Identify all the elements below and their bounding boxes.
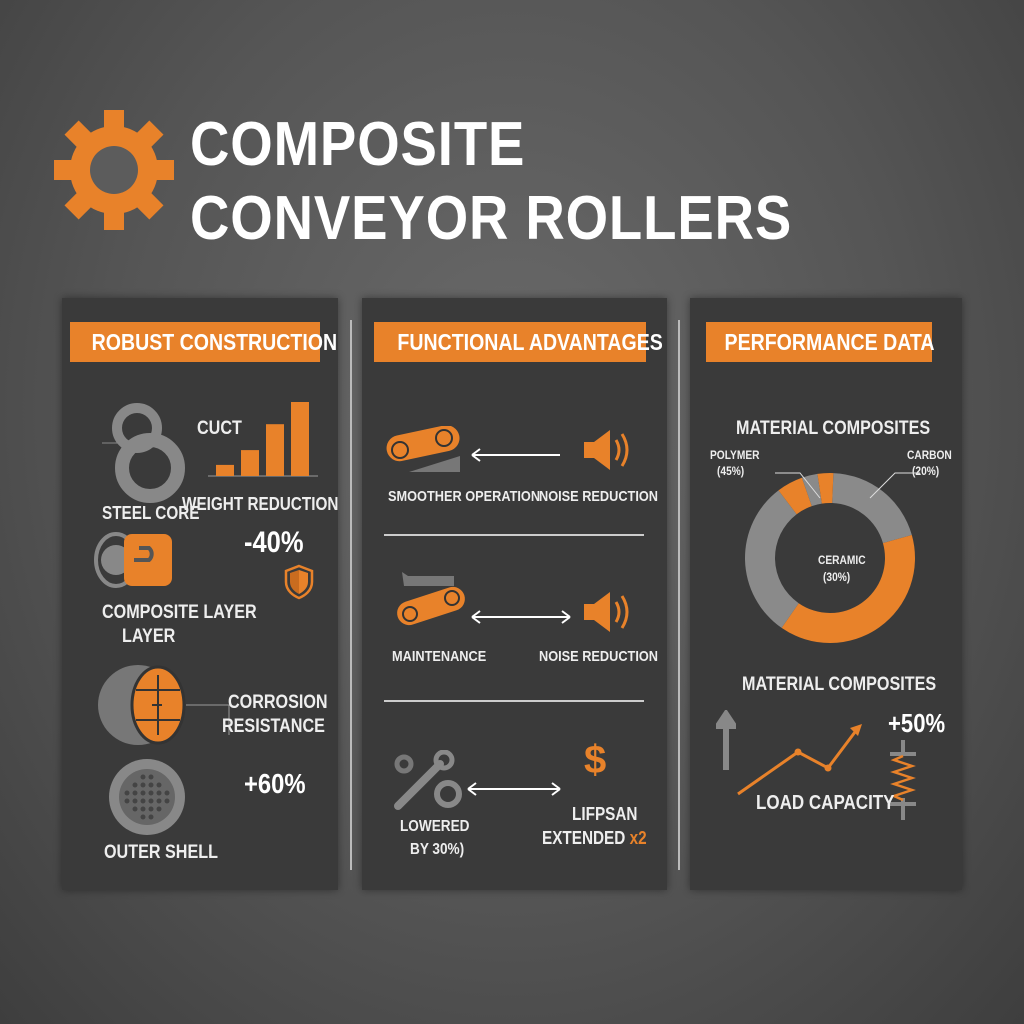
steel-core-label: STEEL CORE [102,503,200,523]
noise-reduction-label: NOISE REDUCTION [539,488,659,505]
extended-label: EXTENDED x2 [542,828,647,849]
carbon-label: CARBON [907,448,952,462]
donut-segment [817,473,834,504]
resistance-label: RESISTANCE [222,716,325,737]
arrow-left-icon [471,448,560,462]
composite-layer-label: COMPOSITE LAYER [102,602,257,623]
steel-core-gears-icon [102,403,185,503]
speaker-icon [584,592,629,632]
donut-segment [778,477,812,515]
conveyor-icon [386,426,460,472]
maintenance-conveyor-icon [397,572,465,626]
bar [241,450,259,476]
smoother-operation-label: SMOOTHER OPERATION [388,488,541,505]
double-arrow-icon [467,782,561,796]
load-capacity-label: LOAD CAPACITY [756,792,895,814]
polymer-pct: (45%) [717,464,745,478]
ceramic-label: CERAMIC [818,553,866,567]
second-title: MATERIAL COMPOSITES [742,674,937,695]
outer-shell-label: OUTER SHELL [104,842,218,863]
ceramic-pct: (30%) [823,570,851,584]
double-arrow-icon [471,610,571,624]
robust-construction-panel: ROBUST CONSTRUCTION CUCT STEEL CORE WEIG… [62,298,338,890]
donut-chart [745,472,920,643]
composite-layer-label-2: LAYER [122,626,176,647]
extended-text: EXTENDED [542,828,626,848]
multiplier: x2 [629,828,647,848]
composite-roller-icon [94,532,172,588]
shield-icon [284,564,314,600]
load-value: +50% [888,708,946,738]
noise-reduction-label: NOISE REDUCTION [539,648,659,665]
shell-value: +60% [244,768,306,799]
carbon-pct: (20%) [912,464,940,478]
up-arrow-icon [716,710,736,770]
weight-bar-chart [208,402,318,477]
wrench-gear-icon [394,750,462,810]
gear-icon [54,110,174,230]
donut-segment [832,473,912,544]
divider [384,700,644,702]
corrosion-label: CORROSION [228,692,328,713]
lowered-label-2: BY 30%) [410,841,465,858]
divider [350,320,352,870]
bar [216,464,234,476]
honeycomb-roller-icon [98,665,230,745]
lifespan-label: LIFPSAN [572,804,638,824]
cuct-label: CUCT [197,418,242,439]
performance-data-panel: PERFORMANCE DATA MATERIAL COMPOSITES POL… [690,298,962,890]
dollar-icon: $ [584,738,607,782]
panel-heading: PERFORMANCE DATA [706,322,935,362]
functional-advantages-panel: FUNCTIONAL ADVANTAGES SMOOTHER OPERATION… [362,298,667,890]
speaker-icon [584,430,629,470]
trend-line-icon [737,724,862,796]
weight-value: -40% [244,526,304,559]
bar [266,424,284,476]
donut-segment [781,534,915,643]
weight-reduction-label: WEIGHT REDUCTION [182,494,339,514]
bar [291,402,309,476]
panel-heading: ROBUST CONSTRUCTION [70,322,337,362]
panel-heading: FUNCTIONAL ADVANTAGES [374,322,663,362]
lowered-label: LOWERED [400,818,470,835]
donut-segment [745,490,799,628]
outer-shell-icon [109,759,185,835]
divider [678,320,680,870]
spring-icon [890,740,916,820]
divider [384,534,644,536]
polymer-label: POLYMER [710,448,760,462]
maintenance-label: MAINTENANCE [392,648,487,665]
donut-title: MATERIAL COMPOSITES [736,418,931,439]
